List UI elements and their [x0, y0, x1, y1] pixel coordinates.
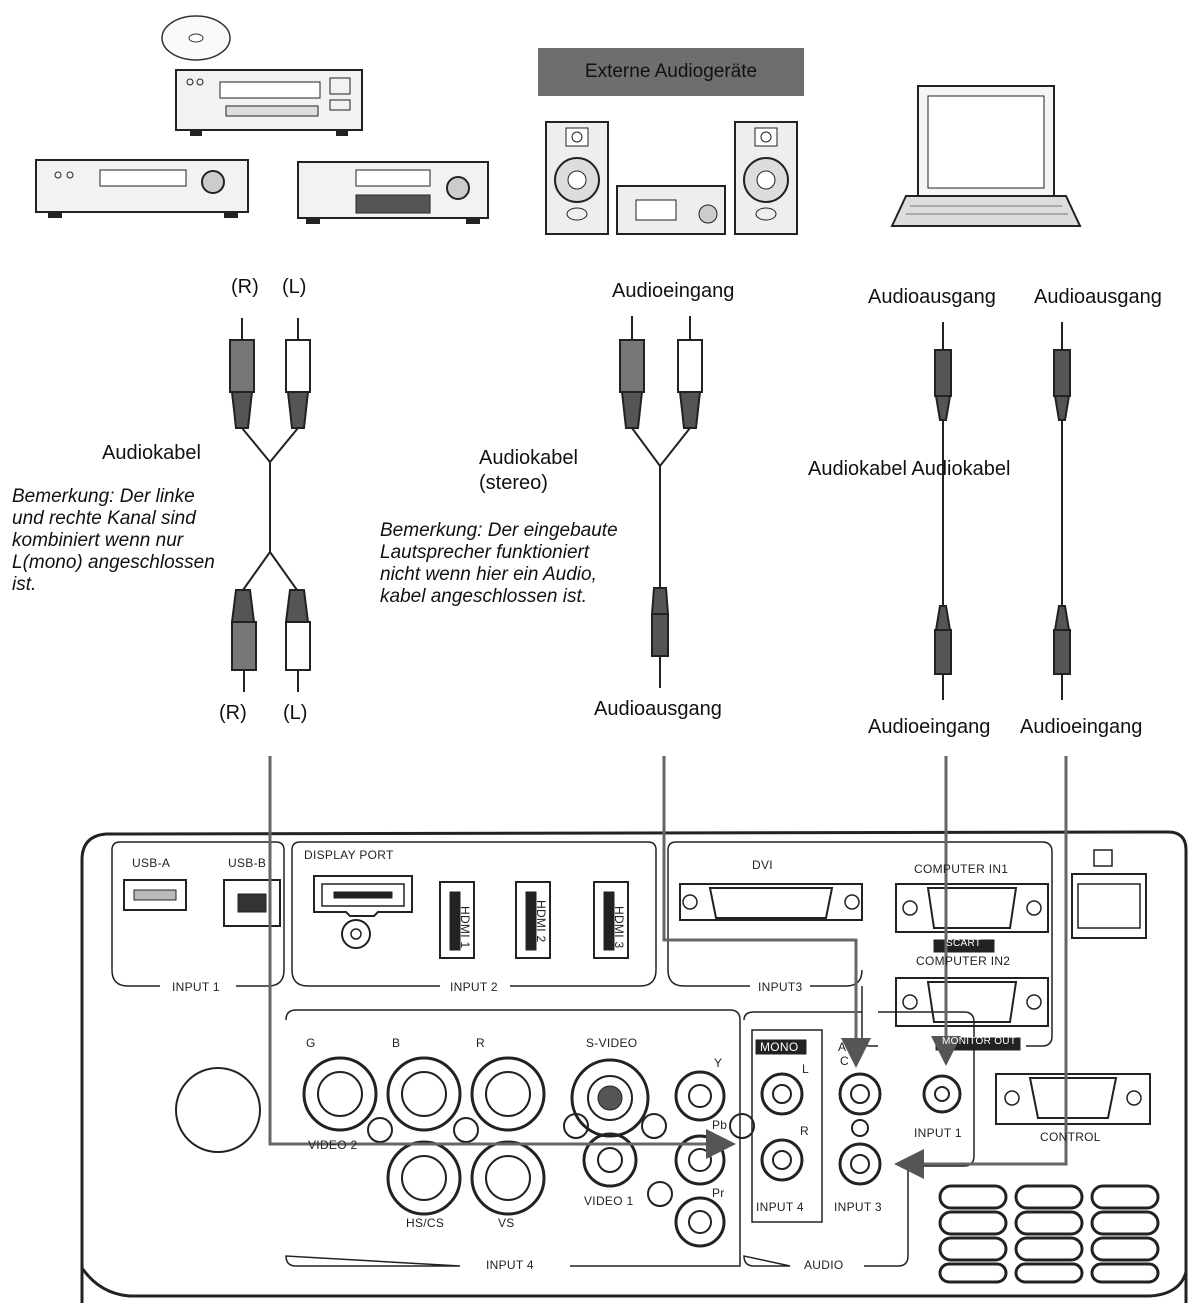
bnc-b-label: B [392, 1036, 401, 1050]
input1-audio-label: INPUT 1 [914, 1126, 962, 1140]
laptop-icon [890, 85, 1082, 227]
left-bottom-r-label: (R) [219, 702, 247, 724]
pr-label: Pr [712, 1186, 725, 1200]
display-port-label: DISPLAY PORT [304, 848, 394, 862]
input2-section-label: INPUT 2 [450, 980, 498, 994]
connection-arrows [268, 756, 1068, 1179]
bnc-r-label: R [476, 1036, 485, 1050]
input1-section-label: INPUT 1 [172, 980, 220, 994]
audio-a-label: A [838, 1040, 847, 1054]
mini-jack-cable-2 [1053, 322, 1071, 700]
middle-bottom-label: Audioausgang [594, 698, 722, 720]
s-video-label: S-VIDEO [586, 1036, 638, 1050]
mono-label: MONO [760, 1040, 799, 1054]
monitor-out-label: MONITOR OUT [942, 1036, 1017, 1047]
hs-cs-label: HS/CS [406, 1216, 445, 1230]
middle-cable-label: Audiokabel (stereo) [479, 447, 578, 494]
right-top-label-2: Audioausgang [1034, 286, 1162, 308]
rca-cable-left [229, 318, 311, 692]
input3-section-label: INPUT3 [758, 980, 803, 994]
receiver-icon [297, 161, 489, 224]
left-top-r-label: (R) [231, 276, 259, 298]
video2-label: VIDEO 2 [308, 1138, 358, 1152]
audio-l-label: L [802, 1062, 809, 1076]
usb-a-label: USB-A [132, 856, 171, 870]
audio-section-label: AUDIO [804, 1258, 844, 1272]
vs-label: VS [498, 1216, 515, 1230]
video1-label: VIDEO 1 [584, 1194, 634, 1208]
left-note: Bemerkung: Der linke und rechte Kanal si… [12, 486, 215, 595]
mini-jack-cable-1 [934, 322, 952, 700]
computer-in2-label: COMPUTER IN2 [916, 954, 1011, 968]
arrow-laptop-to-input3 [894, 756, 1068, 1179]
right-bottom-label-1: Audioeingang [868, 716, 991, 738]
dvi-label: DVI [752, 858, 773, 872]
computer-in1-label: COMPUTER IN1 [914, 862, 1009, 876]
dvd-player-icon [175, 69, 363, 136]
arrow-left-to-input4 [268, 756, 736, 1159]
audio-r-label: R [800, 1124, 809, 1138]
scart-label: SCART [946, 938, 982, 949]
input3-audio-label: INPUT 3 [834, 1200, 882, 1214]
disc-icon [161, 15, 231, 61]
stereo-cable-middle [619, 316, 703, 688]
input4-section-label: INPUT 4 [486, 1258, 534, 1272]
control-label: CONTROL [1040, 1130, 1101, 1144]
pb-label: Pb [712, 1118, 728, 1132]
audio-c-label: C [840, 1054, 849, 1068]
left-cable-label: Audiokabel [102, 442, 201, 464]
middle-note: Bemerkung: Der eingebaute Lautsprecher f… [380, 520, 618, 607]
input4-audio-label: INPUT 4 [756, 1200, 804, 1214]
hdmi2-label: HDMI 2 [534, 900, 548, 943]
right-top-label-1: Audioausgang [868, 286, 996, 308]
hdmi3-label: HDMI 3 [612, 906, 626, 949]
usb-b-label: USB-B [228, 856, 267, 870]
arrow-middle-to-input3 [662, 756, 871, 1068]
hdmi1-label: HDMI 1 [458, 906, 472, 949]
left-top-l-label: (L) [282, 276, 307, 298]
vcr-player-icon [35, 159, 249, 218]
y-label: Y [714, 1056, 723, 1070]
stereo-system-icon [545, 121, 798, 235]
right-bottom-label-2: Audioeingang [1020, 716, 1143, 738]
bnc-g-label: G [306, 1036, 316, 1050]
external-audio-title: Externe Audiogeräte [538, 48, 804, 96]
left-bottom-l-label: (L) [283, 702, 308, 724]
right-cable-label: Audiokabel Audiokabel [808, 458, 1011, 480]
middle-top-label: Audioeingang [612, 280, 735, 302]
projector-panel [80, 830, 1188, 1303]
